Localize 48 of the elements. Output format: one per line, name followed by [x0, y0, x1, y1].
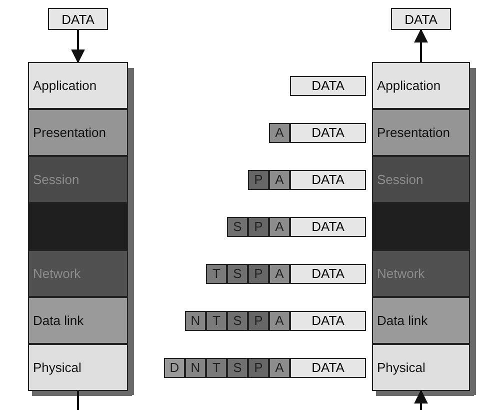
layer-box: Presentation	[372, 109, 470, 156]
data-box: DATA	[290, 264, 366, 284]
header-box: S	[227, 216, 248, 236]
data-box: DATA	[290, 216, 366, 236]
header-box: P	[248, 358, 269, 378]
layer-box: Data link	[28, 297, 128, 344]
header-box: D	[164, 358, 185, 378]
header-box: A	[269, 358, 290, 378]
header-box: S	[227, 310, 248, 330]
arrow	[414, 390, 428, 410]
header-box: A	[269, 122, 290, 142]
layer-box: Application	[28, 62, 128, 109]
layer-box: Session	[28, 156, 128, 203]
layer-box: Data link	[372, 297, 470, 344]
data-box: DATA	[48, 8, 108, 30]
data-box: DATA	[391, 8, 451, 30]
header-box: A	[269, 170, 290, 190]
header-box: N	[185, 358, 206, 378]
header-box: A	[269, 216, 290, 236]
header-box: P	[248, 310, 269, 330]
header-box: T	[206, 264, 227, 284]
layer-box	[28, 203, 128, 250]
layer-box: Network	[372, 250, 470, 297]
arrow	[71, 30, 85, 64]
header-box: A	[269, 264, 290, 284]
layer-box: Physical	[372, 344, 470, 391]
header-box: N	[185, 310, 206, 330]
data-box: DATA	[290, 170, 366, 190]
data-box: DATA	[290, 310, 366, 330]
data-box: DATA	[290, 358, 366, 378]
header-box: T	[206, 358, 227, 378]
header-box: P	[248, 170, 269, 190]
header-box: T	[206, 310, 227, 330]
layer-box: Physical	[28, 344, 128, 391]
header-box: P	[248, 264, 269, 284]
header-box: P	[248, 216, 269, 236]
data-box: DATA	[290, 76, 366, 96]
layer-box: Presentation	[28, 109, 128, 156]
header-box: S	[227, 264, 248, 284]
header-box: S	[227, 358, 248, 378]
layer-box: Session	[372, 156, 470, 203]
header-box: A	[269, 310, 290, 330]
layer-box: Application	[372, 62, 470, 109]
arrow	[414, 28, 428, 62]
line	[77, 391, 79, 410]
layer-box: Network	[28, 250, 128, 297]
layer-box	[372, 203, 470, 250]
data-box: DATA	[290, 122, 366, 142]
